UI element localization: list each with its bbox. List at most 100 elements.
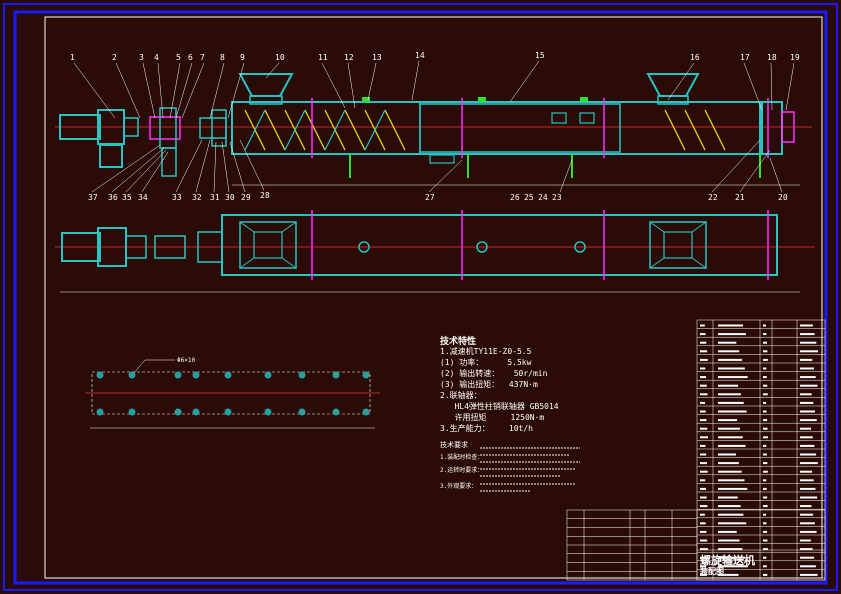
spec-line-1: 1.减速机TY11E-Z0-5.5 xyxy=(440,347,532,356)
table-cell-text xyxy=(718,573,739,576)
table-cell-text xyxy=(763,539,768,542)
table-cell-text xyxy=(763,505,768,508)
callout-26: 26 xyxy=(510,193,520,202)
table-cell-text xyxy=(718,522,747,525)
callout-11: 11 xyxy=(318,53,328,62)
table-cell-text xyxy=(800,410,816,413)
callout-31: 31 xyxy=(210,193,220,202)
table-cell-text xyxy=(700,479,706,482)
table-cell-text xyxy=(800,530,817,533)
table-cell-text xyxy=(800,444,815,447)
table-cell-text xyxy=(763,324,766,327)
table-cell-text xyxy=(700,470,708,473)
table-cell-text xyxy=(700,487,706,490)
callout-29: 29 xyxy=(241,193,251,202)
callout-21: 21 xyxy=(735,193,745,202)
table-cell-text xyxy=(763,358,768,361)
callout-37: 37 xyxy=(88,193,98,202)
callout-14: 14 xyxy=(415,51,425,60)
spec-line-5: 2.联轴器： xyxy=(440,391,482,400)
table-cell-text xyxy=(700,522,706,525)
callout-36: 36 xyxy=(108,193,118,202)
table-cell-text xyxy=(700,376,707,379)
table-cell-text xyxy=(800,350,818,353)
table-cell-text xyxy=(718,401,744,404)
table-cell-text xyxy=(763,496,768,499)
table-cell-text xyxy=(700,548,708,551)
table-cell-text xyxy=(763,470,768,473)
callout-10: 10 xyxy=(275,53,285,62)
table-cell-text xyxy=(763,573,768,576)
table-cell-text xyxy=(700,401,705,404)
table-cell-text xyxy=(763,350,768,353)
table-cell-text xyxy=(700,393,708,396)
table-cell-text xyxy=(800,341,817,344)
table-cell-text xyxy=(718,470,742,473)
table-cell-text xyxy=(700,350,708,353)
table-cell-text xyxy=(718,384,739,387)
callout-35: 35 xyxy=(122,193,132,202)
table-cell-text xyxy=(700,410,706,413)
callout-22: 22 xyxy=(708,193,718,202)
table-cell-text xyxy=(718,358,742,361)
table-cell-text xyxy=(718,324,744,327)
spec-line-8: 3.生产能力： 10t/h xyxy=(440,424,533,433)
callout-15: 15 xyxy=(535,51,545,60)
foundation-plan: Φ6×10 xyxy=(85,357,380,429)
table-cell-text xyxy=(800,384,818,387)
callout-17: 17 xyxy=(740,53,750,62)
inner-border xyxy=(13,10,828,585)
drawing-name: 螺旋输送机 xyxy=(700,554,755,567)
table-cell-text xyxy=(763,376,767,379)
table-cell-text xyxy=(718,487,748,490)
table-cell-text xyxy=(718,444,746,447)
table-cell-text xyxy=(700,427,708,430)
table-cell-text xyxy=(700,505,708,508)
callout-1: 1 xyxy=(70,53,75,62)
table-cell-text xyxy=(718,376,748,379)
drawing-sub: 装配图 xyxy=(700,567,724,576)
table-cell-text xyxy=(800,367,814,370)
table-cell-text xyxy=(718,393,741,396)
requirement-1: 1.装配时检查： xyxy=(440,454,484,461)
table-cell-text xyxy=(800,393,812,396)
drawing-frame xyxy=(44,16,823,579)
table-cell-text xyxy=(700,462,707,465)
table-cell-text xyxy=(700,496,707,499)
table-cell-text xyxy=(800,573,818,576)
table-cell-text xyxy=(718,367,745,370)
callout-5: 5 xyxy=(176,53,181,62)
table-cell-text xyxy=(800,419,817,422)
table-cell-text xyxy=(700,453,707,456)
part-callouts-top: 1 2 3 4 5 6 7 8 9 10 11 12 13 14 15 16 1… xyxy=(70,51,800,62)
table-cell-text xyxy=(763,548,768,551)
table-cell-text xyxy=(763,436,768,439)
table-cell-text xyxy=(763,530,767,533)
callout-19: 19 xyxy=(790,53,800,62)
callout-23: 23 xyxy=(552,193,562,202)
table-cell-text xyxy=(800,427,812,430)
elevation-view xyxy=(55,73,812,186)
spec-line-3: (2) 输出转速： 50r/min xyxy=(440,369,548,378)
table-cell-text xyxy=(800,462,818,465)
table-cell-text xyxy=(700,539,708,542)
callout-6: 6 xyxy=(188,53,193,62)
table-cell-text xyxy=(763,479,767,482)
table-cell-text xyxy=(718,410,747,413)
table-cell-text xyxy=(763,419,768,422)
table-cell-text xyxy=(700,384,707,387)
table-cell-text xyxy=(718,427,740,430)
table-cell-text xyxy=(800,556,815,559)
tech-spec-title: 技术特性 xyxy=(440,337,477,347)
callout-27: 27 xyxy=(425,193,435,202)
table-cell-text xyxy=(800,513,814,516)
callout-33: 33 xyxy=(172,193,182,202)
callout-32: 32 xyxy=(192,193,202,202)
callout-18: 18 xyxy=(767,53,777,62)
table-cell-text xyxy=(718,462,739,465)
callout-30: 30 xyxy=(225,193,235,202)
requirement-3: 3.外观要求： xyxy=(440,483,478,490)
callout-13: 13 xyxy=(372,53,382,62)
